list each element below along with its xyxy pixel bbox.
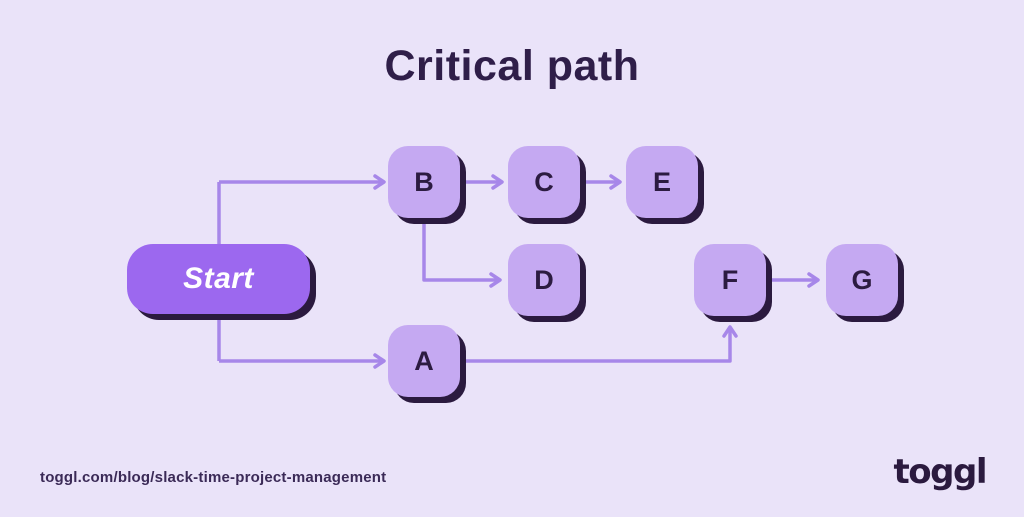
source-url-text: toggl.com/blog/slack-time-project-manage…: [40, 469, 387, 486]
diagram-title: Critical path: [384, 42, 640, 90]
node-b: B: [388, 146, 460, 218]
toggl-logo: toggl: [893, 452, 988, 492]
node-f: F: [694, 244, 766, 316]
node-d: D: [508, 244, 580, 316]
node-e: E: [626, 146, 698, 218]
edge-b-to-d: [422, 218, 502, 288]
node-c: C: [508, 146, 580, 218]
node-start: Start: [127, 244, 310, 314]
edge-a-to-f: [462, 325, 738, 363]
node-a: A: [388, 325, 460, 397]
node-g: G: [826, 244, 898, 316]
